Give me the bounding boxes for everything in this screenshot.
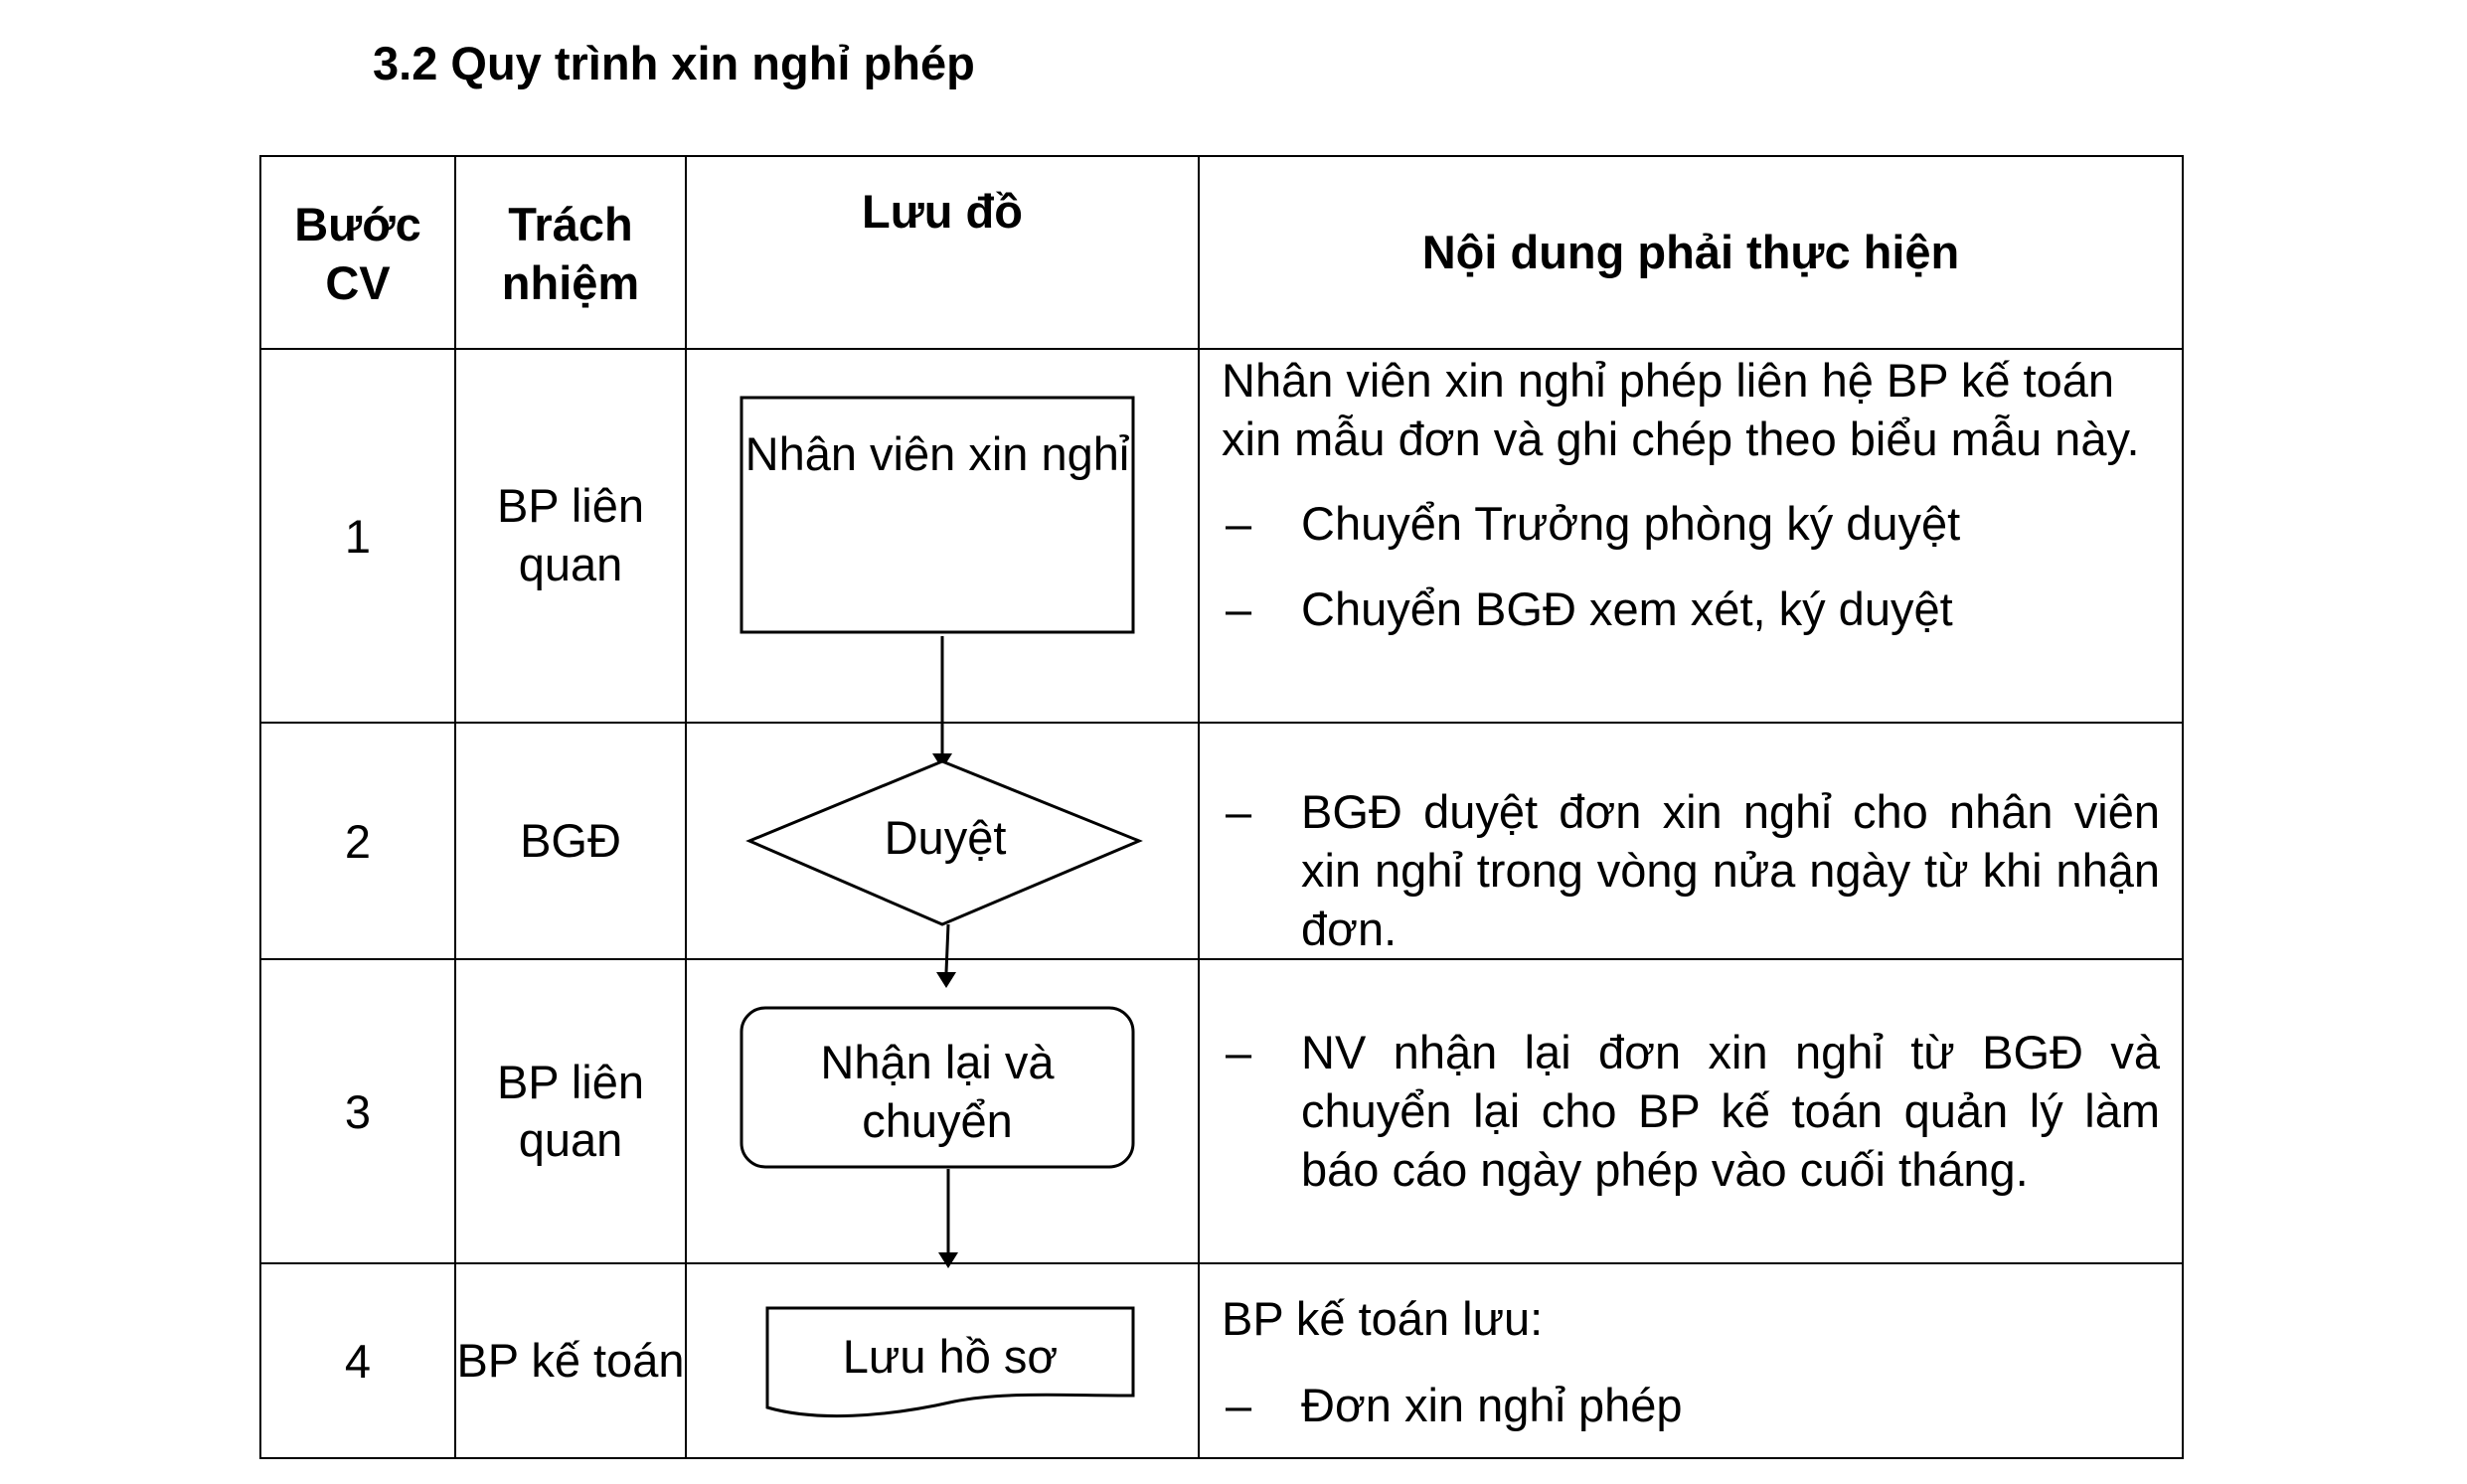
content-list-item-text: Đơn xin nghỉ phép (1301, 1379, 1683, 1431)
content-cell: – BGĐ duyệt đơn xin nghỉ cho nhân viên x… (1198, 721, 2184, 961)
dash-bullet: – (1226, 1379, 1252, 1431)
process-box (740, 396, 1135, 634)
content-intro: Nhân viên xin nghỉ phép liên hệ BP kế to… (1222, 354, 2140, 465)
content-list-item: – NV nhận lại đơn xin nghỉ từ BGĐ và chu… (1222, 1024, 2160, 1199)
dash-bullet: – (1226, 582, 1252, 636)
flow-label-step3: Nhận lại và chuyển (820, 1036, 1055, 1147)
responsibility-cell: BP liên quan (454, 348, 687, 724)
flow-label-step2: Duyệt (884, 811, 1007, 864)
document-shape (765, 1306, 1135, 1418)
arrow-head (938, 1252, 958, 1268)
content-cell: – NV nhận lại đơn xin nghỉ từ BGĐ và chu… (1198, 958, 2184, 1265)
content-list-item-text: BGĐ duyệt đơn xin nghỉ cho nhân viên xin… (1301, 785, 2160, 955)
dash-bullet: – (1226, 496, 1252, 550)
header-flowchart: Lưu đồ (685, 155, 1200, 350)
content-list-item: – BGĐ duyệt đơn xin nghỉ cho nhân viên x… (1222, 783, 2160, 958)
table-row-2: 2 BGĐ – BGĐ duyệt đơn xin nghỉ cho nhân … (259, 721, 2184, 961)
table-row-1: 1 BP liên quan Nhân viên xin nghỉ phép l… (259, 348, 2184, 724)
table-header-row: Bước CV Trách nhiệm Lưu đồ Nội dung phải… (259, 155, 2184, 350)
content-list-item-text: NV nhận lại đơn xin nghỉ từ BGĐ và chuyể… (1301, 1026, 2160, 1196)
step-number: 3 (259, 958, 456, 1265)
dash-bullet: – (1226, 1026, 1252, 1079)
content-list-item-text: Chuyển BGĐ xem xét, ký duyệt (1301, 582, 1953, 636)
section-title: 3.2 Quy trình xin nghỉ phép (373, 37, 975, 89)
arrow-head (936, 972, 956, 988)
flowchart-diagram (740, 396, 1143, 1418)
content-list-item-text: Chuyển Trưởng phòng ký duyệt (1301, 496, 1961, 550)
content-list-item: – Chuyển Trưởng phòng ký duyệt (1222, 495, 2160, 554)
content-list-item: – Đơn xin nghỉ phép (1222, 1377, 2160, 1435)
flow-label-step4: Lưu hồ sơ (842, 1330, 1059, 1383)
header-content: Nội dung phải thực hiện (1198, 155, 2184, 350)
content-cell: BP kế toán lưu: – Đơn xin nghỉ phép (1198, 1262, 2184, 1460)
content-cell: Nhân viên xin nghỉ phép liên hệ BP kế to… (1198, 348, 2184, 724)
procedure-table: Bước CV Trách nhiệm Lưu đồ Nội dung phải… (259, 155, 2184, 1460)
responsibility-cell: BP kế toán (454, 1262, 687, 1460)
flow-label-step1: Nhân viên xin nghỉ (744, 427, 1130, 480)
step-number: 4 (259, 1262, 456, 1460)
table-row-4: 4 BP kế toán BP kế toán lưu: – Đơn xin n… (259, 1262, 2184, 1460)
content-list-item: – Chuyển BGĐ xem xét, ký duyệt (1222, 580, 2160, 639)
table-row-3: 3 BP liên quan – NV nhận lại đơn xin ngh… (259, 958, 2184, 1265)
step-number: 1 (259, 348, 456, 724)
dash-bullet: – (1226, 785, 1252, 838)
decision-diamond (745, 759, 1143, 926)
process-rounded-box (740, 1006, 1135, 1169)
step-number: 2 (259, 721, 456, 961)
header-step: Bước CV (259, 155, 456, 350)
responsibility-cell: BP liên quan (454, 958, 687, 1265)
flow-arrow (944, 923, 950, 973)
content-intro: BP kế toán lưu: (1222, 1292, 1544, 1346)
header-responsibility: Trách nhiệm (454, 155, 687, 350)
responsibility-cell: BGĐ (454, 721, 687, 961)
